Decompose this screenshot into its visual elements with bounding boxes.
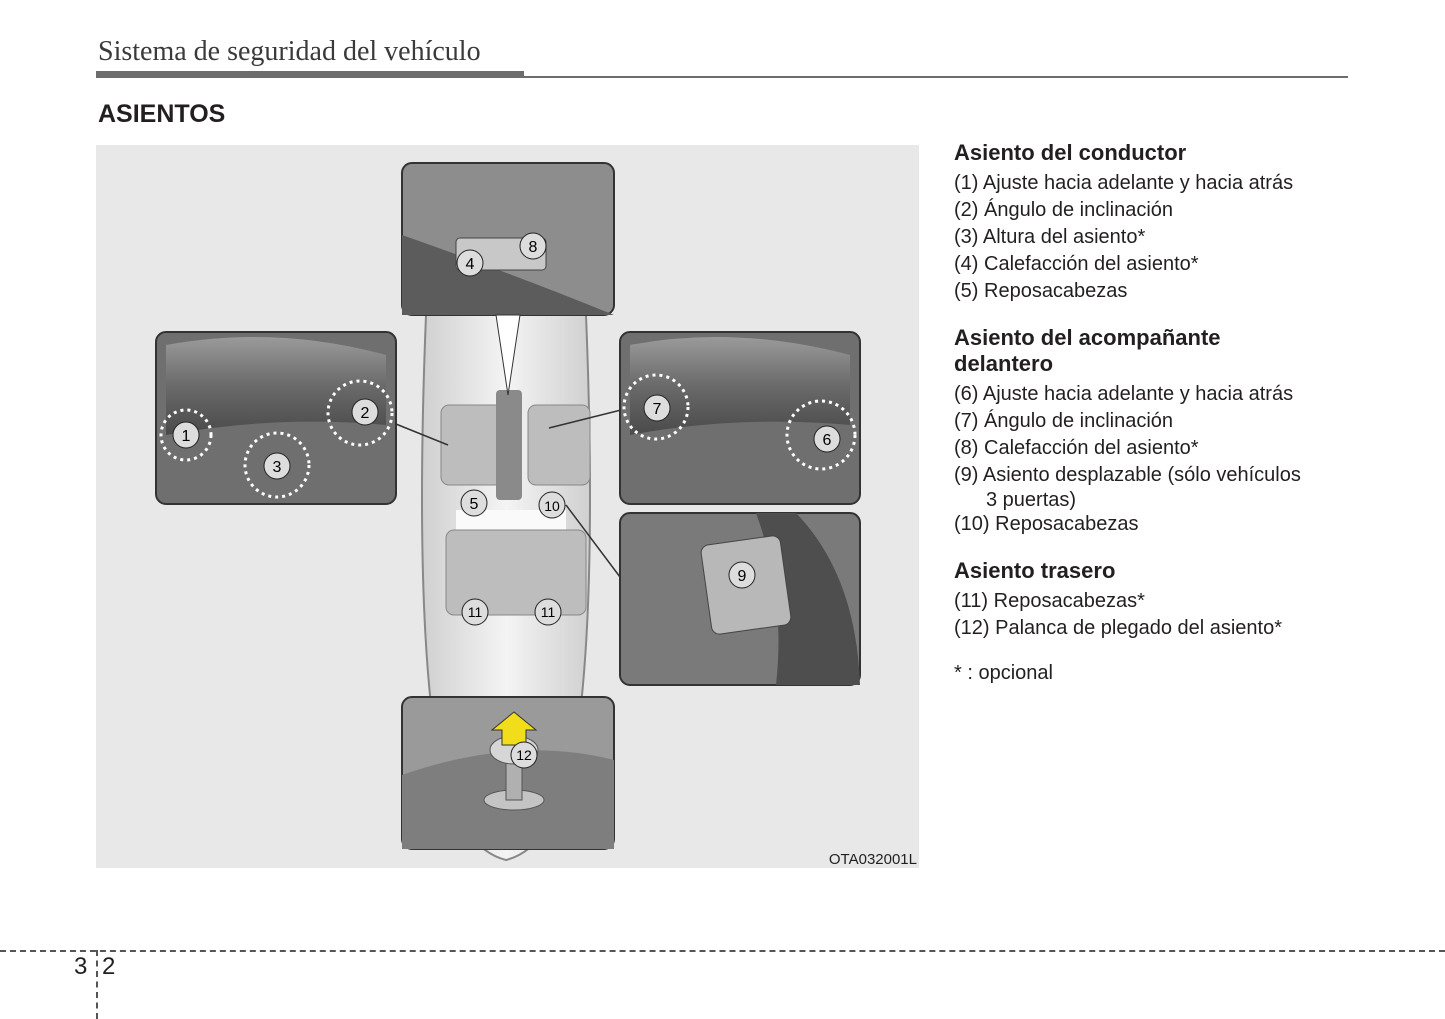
callout-11-right: 11 [534,598,562,626]
svg-text:7: 7 [653,401,662,418]
inset-passenger-seat [619,331,861,505]
list-item: (4) Calefacción del asiento* [954,253,1199,275]
svg-text:5: 5 [470,496,479,513]
item9-line1: (9) Asiento desplazable (sólo vehículos [954,464,1301,486]
page-number: 2 [102,953,116,980]
header-rule-thick [96,71,524,78]
svg-text:8: 8 [529,239,538,256]
list-item: (3) Altura del asiento* [954,226,1146,248]
figure-code: OTA032001L [828,851,917,868]
header-rule-thin [524,76,1348,78]
callout-3: 3 [263,452,291,480]
running-title: Sistema de seguridad del vehículo [98,36,481,67]
list-item: (10) Reposacabezas [954,513,1139,535]
callout-7: 7 [643,394,671,422]
item9-line2: 3 puertas) [986,489,1077,511]
svg-text:2: 2 [361,405,370,422]
callout-6: 6 [813,425,841,453]
callout-1: 1 [172,421,200,449]
svg-text:6: 6 [823,432,832,449]
callout-12: 12 [510,741,538,769]
group-title: Asiento trasero [954,558,1116,583]
group-title-line1: Asiento del acompañante [954,325,1221,350]
svg-text:3: 3 [273,459,282,476]
seats-diagram: 1 2 3 4 5 6 7 8 9 10 11 11 12 [155,162,861,862]
svg-text:11: 11 [468,604,483,620]
footer-divider [96,950,98,1019]
group-title-line2: delantero [954,351,1054,376]
callout-2: 2 [351,398,379,426]
list-item: (5) Reposacabezas [954,280,1128,302]
list-item: (9) Asiento desplazable (sólo vehículos … [954,462,1354,511]
footnote: * : opcional [954,662,1053,684]
group-title: Asiento del acompañante delantero [954,325,1354,377]
callout-4: 4 [456,249,484,277]
list-item: (12) Palanca de plegado del asiento* [954,617,1283,639]
list-item: (1) Ajuste hacia adelante y hacia atrás [954,172,1294,194]
legend-rear: Asiento trasero (11) Reposacabezas* (12)… [954,558,1354,642]
svg-text:9: 9 [738,568,747,585]
svg-text:4: 4 [466,256,475,273]
callout-11-left: 11 [461,598,489,626]
callout-10: 10 [538,491,566,519]
list-item: (7) Ángulo de inclinación [954,410,1174,432]
list-item: (11) Reposacabezas* [954,590,1145,612]
footer-rule [0,950,1445,952]
inset-slide-seat [619,512,861,686]
up-arrow-icon [490,711,538,746]
seat-legend: Asiento del conductor (1) Ajuste hacia a… [954,140,1354,685]
svg-text:1: 1 [182,428,191,445]
legend-driver: Asiento del conductor (1) Ajuste hacia a… [954,140,1354,305]
group-title: Asiento del conductor [954,140,1187,165]
list-item: (6) Ajuste hacia adelante y hacia atrás [954,383,1294,405]
svg-text:12: 12 [516,747,532,763]
legend-passenger: Asiento del acompañante delantero (6) Aj… [954,325,1354,538]
chapter-number: 3 [74,953,88,980]
section-heading: ASIENTOS [98,100,226,128]
svg-text:10: 10 [544,498,560,514]
list-item: (2) Ángulo de inclinación [954,199,1174,221]
callout-9: 9 [728,561,756,589]
seats-illustration: 1 2 3 4 5 6 7 8 9 10 11 11 12 OTA032001L [96,145,919,868]
inset-folding-lever [401,696,615,850]
callout-8: 8 [519,232,547,260]
inset-driver-seat [155,331,397,505]
list-item: (8) Calefacción del asiento* [954,437,1199,459]
svg-text:11: 11 [541,604,556,620]
callout-5: 5 [460,489,488,517]
